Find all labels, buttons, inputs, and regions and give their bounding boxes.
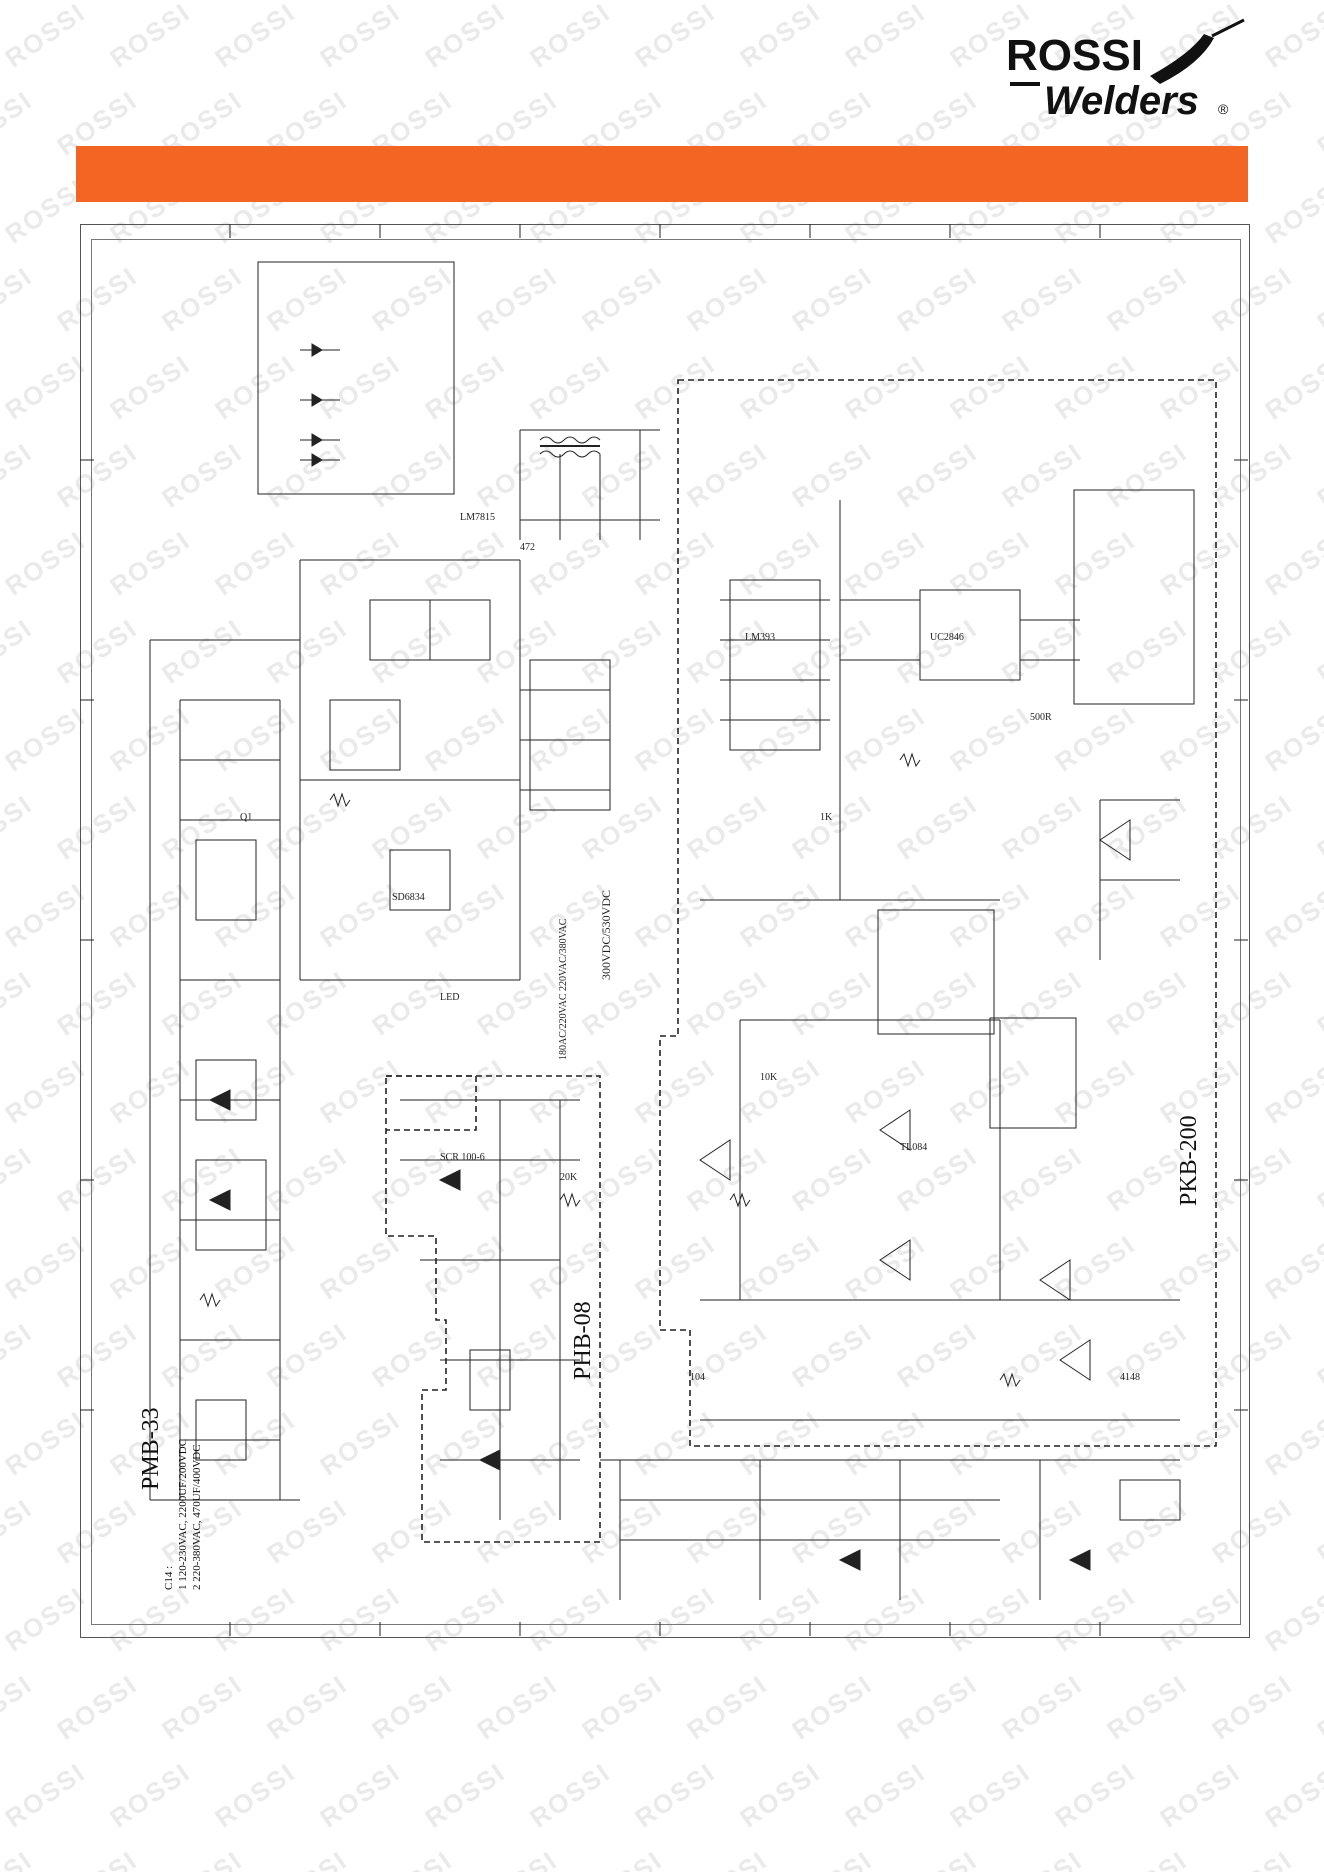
notes-caption: C14 : xyxy=(163,1565,175,1590)
label-ac-range: 180AC/220VAC 220VAC/380VAC xyxy=(558,918,569,1060)
label-10k: 10K xyxy=(760,1072,778,1083)
phb-08-region xyxy=(385,1075,601,1543)
legend-diodes xyxy=(300,343,340,467)
logo-text-rossi: ROSSI xyxy=(1006,31,1143,80)
label-led: LED xyxy=(440,992,459,1003)
notes-line-2: 2 220-380VAC, 470UF/400VDC xyxy=(191,1444,203,1590)
module-label-pkb-200: PKB-200 xyxy=(1176,1115,1202,1206)
label-lm393: LM393 xyxy=(745,632,775,643)
pkb-200-region xyxy=(659,379,1217,1447)
torch-icon xyxy=(1150,34,1214,84)
label-sd6834: SD6834 xyxy=(392,892,425,903)
label-500r: 500R xyxy=(1030,712,1052,723)
header-bar xyxy=(76,146,1248,202)
phb-08-wiring xyxy=(400,1099,580,1520)
label-scr: SCR 100-6 xyxy=(440,1152,485,1163)
label-q1: Q1 xyxy=(240,812,252,823)
notes-line-1: 1 120-230VAC, 2200UF/200VDC xyxy=(177,1438,189,1590)
resistor-symbols xyxy=(199,752,1021,1388)
pkb-200-wiring xyxy=(699,500,1180,1421)
pmb-33-wiring xyxy=(149,639,300,1501)
sd6834-region xyxy=(299,559,611,981)
pkb-blank-box-2 xyxy=(877,909,995,1035)
label-uc2846: UC2846 xyxy=(930,632,964,643)
label-dc-link: 300VDC/530VDC xyxy=(599,890,613,980)
label-472: 472 xyxy=(520,542,535,553)
pkb-blank-box-3 xyxy=(989,1017,1077,1129)
label-tl084: TL084 xyxy=(900,1142,927,1153)
frame-ticks xyxy=(80,224,1248,1636)
rossi-welders-logo: ROSSI Welders ® xyxy=(1006,18,1245,123)
label-4148: 4148 xyxy=(1120,1372,1140,1383)
label-lm7815: LM7815 xyxy=(460,512,495,523)
logo-text-welders: Welders xyxy=(1044,79,1199,123)
legend-box xyxy=(257,261,455,495)
pkb-blank-box-1 xyxy=(1073,489,1195,705)
module-label-pmb-33: PMB-33 xyxy=(138,1407,164,1490)
schematic-sheet xyxy=(80,224,1250,1638)
label-20k: 20K xyxy=(560,1172,578,1183)
bottom-wiring xyxy=(600,1459,1181,1600)
label-1k: 1K xyxy=(820,812,833,823)
label-104: 104 xyxy=(690,1372,705,1383)
logo-trademark: ® xyxy=(1218,101,1229,117)
module-label-phb-08: PHB-08 xyxy=(570,1301,596,1380)
transformer-top xyxy=(519,429,660,540)
schematic-inner-frame xyxy=(91,239,1241,1625)
notes-block: C14 : 1 120-230VAC, 2200UF/200VDC 2 220-… xyxy=(162,1439,204,1590)
